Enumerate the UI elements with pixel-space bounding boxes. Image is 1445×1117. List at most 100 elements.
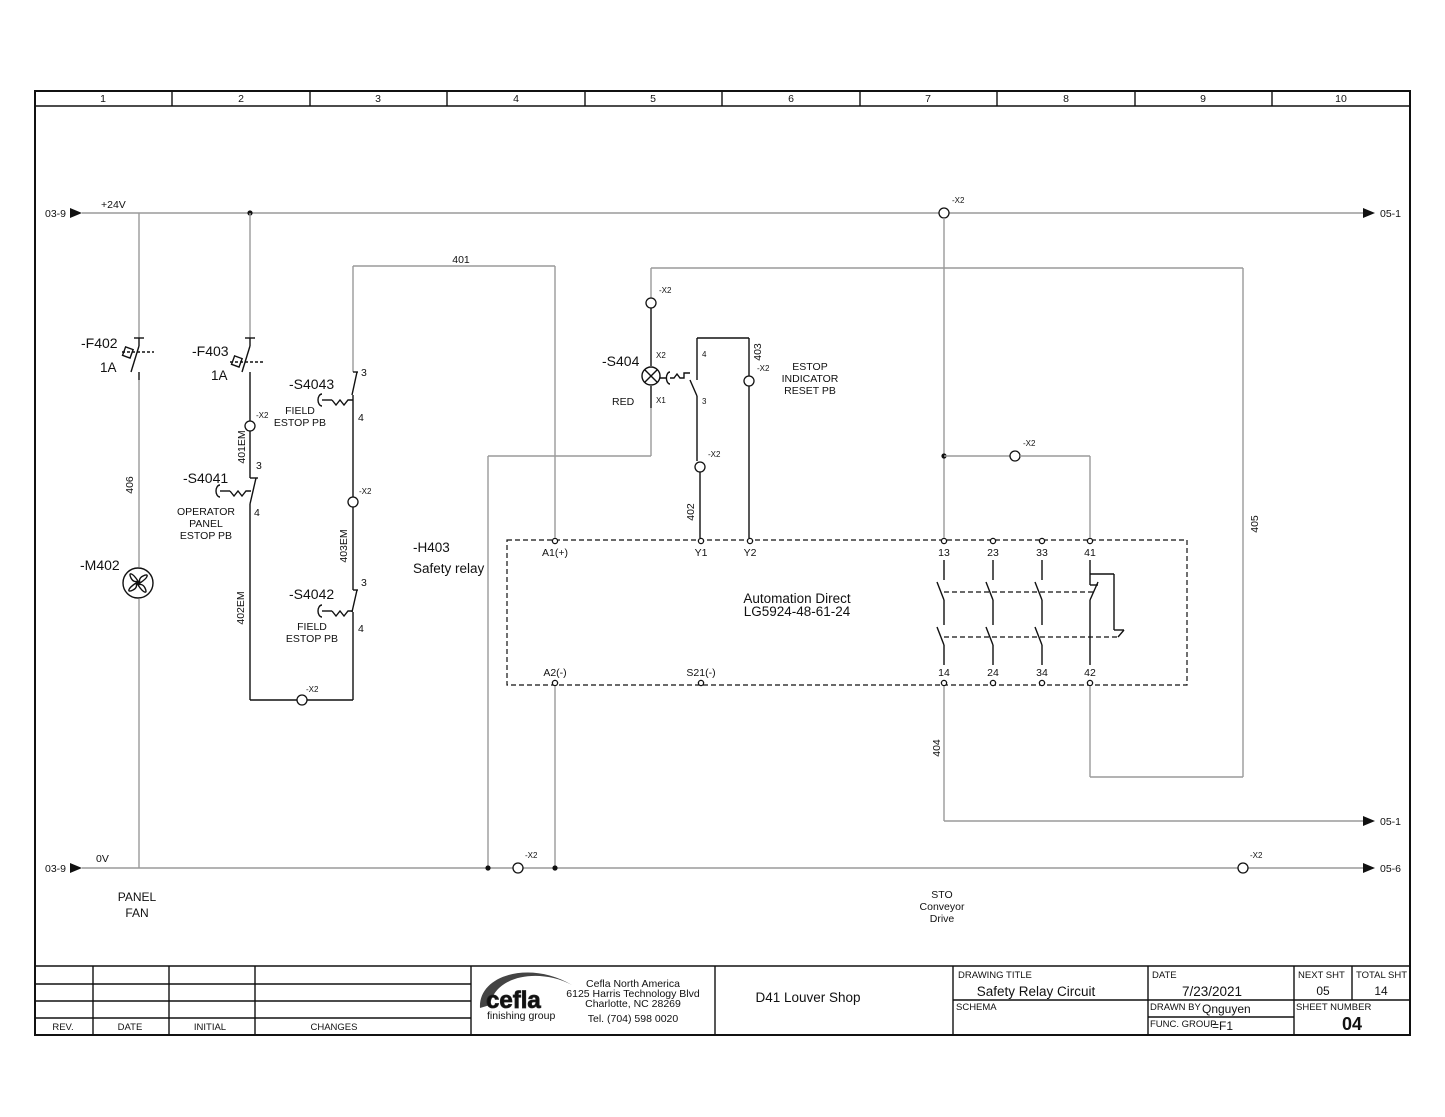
sto-desc-line: Conveyor bbox=[920, 901, 965, 913]
drawing-border bbox=[34, 90, 1411, 1036]
offpage-ref-out-mid: 05-1 bbox=[1380, 816, 1401, 828]
wire-402em-label: 402EM bbox=[235, 591, 247, 624]
offpage-ref-in-bottom: 03-9 bbox=[45, 863, 66, 875]
indicator-lamp-icon bbox=[641, 366, 661, 386]
column-number: 10 bbox=[1335, 93, 1347, 105]
wire-401-label: 401 bbox=[452, 254, 470, 266]
sheet-number: 04 bbox=[1342, 1014, 1362, 1034]
s4043-desc-line: ESTOP PB bbox=[274, 417, 326, 429]
s404-color: RED bbox=[612, 396, 635, 408]
func-group: =F1 bbox=[1212, 1019, 1233, 1033]
sto-desc-line: STO bbox=[931, 889, 952, 901]
s4041-pin4: 4 bbox=[254, 507, 260, 519]
wire-405-label: 405 bbox=[1249, 515, 1261, 533]
schema-label: SCHEMA bbox=[956, 1002, 997, 1013]
drawn-by: Qnguyen bbox=[1202, 1002, 1251, 1016]
terminal-tag: -X2 bbox=[708, 450, 721, 459]
s4041-desc-line: PANEL bbox=[189, 518, 223, 530]
estop-chain-field: 401 3 4 -S4043 FIELD ESTOP PB -X2 403EM … bbox=[274, 254, 555, 700]
terminal-x2 bbox=[296, 694, 308, 706]
f403-tag: -F403 bbox=[192, 343, 229, 359]
fan-icon bbox=[122, 567, 154, 599]
s4043-pin4: 4 bbox=[358, 412, 364, 424]
terminal-x2 bbox=[1009, 450, 1021, 462]
title-block: REV. DATE INITIAL CHANGES cefla finishin… bbox=[35, 965, 1410, 1035]
wire-403-label: 403 bbox=[752, 343, 764, 361]
fan-desc-line: PANEL bbox=[118, 890, 157, 904]
rail-0v: 03-9 0V 05-6 bbox=[45, 853, 1401, 875]
terminal-x2 bbox=[694, 461, 706, 473]
wire-403em-label: 403EM bbox=[338, 529, 350, 562]
terminal-tag: -X2 bbox=[757, 364, 770, 373]
s4041-desc-line: ESTOP PB bbox=[180, 530, 232, 542]
s4042-desc-line: ESTOP PB bbox=[286, 633, 338, 645]
s4042-estop-contact bbox=[317, 589, 358, 620]
s404-x2: X2 bbox=[656, 351, 666, 360]
terminal-tag: -X2 bbox=[256, 411, 269, 420]
estop-chain-left: -F403 1A -X2 401EM 3 4 -S4041 OPERATOR P… bbox=[177, 210, 353, 706]
drawing-title-label: DRAWING TITLE bbox=[958, 970, 1032, 981]
relay-output-contacts bbox=[936, 560, 1125, 665]
h403-model: LG5924-48-61-24 bbox=[744, 604, 851, 619]
wire-404-label: 404 bbox=[931, 739, 943, 757]
company-line: Charlotte, NC 28269 bbox=[585, 998, 681, 1010]
fan-circuit: -F402 1A 406 -M402 PANEL FAN bbox=[80, 213, 157, 920]
rev-header: CHANGES bbox=[311, 1022, 358, 1033]
terminal-tag: -X2 bbox=[306, 685, 319, 694]
next-sht: 05 bbox=[1316, 984, 1330, 998]
fan-desc-line: FAN bbox=[125, 906, 148, 920]
sto-desc-line: Drive bbox=[930, 913, 955, 925]
column-ruler: 1 2 3 4 5 6 7 8 9 10 bbox=[100, 91, 1347, 106]
safety-relay-h403: -H403 Safety relay Automation Direct LG5… bbox=[413, 537, 1188, 687]
terminal-x2 bbox=[645, 297, 657, 309]
total-sht: 14 bbox=[1374, 984, 1388, 998]
s404-desc-line: INDICATOR bbox=[782, 373, 839, 385]
s4043-pin3: 3 bbox=[361, 367, 367, 379]
s4042-tag: -S4042 bbox=[289, 586, 334, 602]
column-number: 2 bbox=[238, 93, 244, 105]
drawing-title: Safety Relay Circuit bbox=[977, 984, 1096, 999]
s404-pin4: 4 bbox=[702, 350, 707, 359]
drawing-date: 7/23/2021 bbox=[1182, 984, 1242, 999]
s4043-desc-line: FIELD bbox=[285, 405, 315, 417]
wire-401em-label: 401EM bbox=[236, 430, 248, 463]
terminal-x2 bbox=[1237, 862, 1249, 874]
relay-pin-label: A2(-) bbox=[543, 667, 566, 679]
terminal-x2 bbox=[244, 420, 256, 432]
rail-24v: 03-9 +24V 05-1 bbox=[45, 199, 1401, 220]
s404-pin3: 3 bbox=[702, 397, 707, 406]
s4042-pin4: 4 bbox=[358, 623, 364, 635]
relay-pin-label: Y1 bbox=[695, 547, 708, 559]
terminal-tag: -X2 bbox=[1250, 851, 1263, 860]
safety-relay-box bbox=[506, 539, 1188, 686]
column-number: 3 bbox=[375, 93, 381, 105]
column-number: 4 bbox=[513, 93, 519, 105]
s404-x1: X1 bbox=[656, 396, 666, 405]
logo-text: cefla bbox=[486, 987, 541, 1014]
h403-tag: -H403 bbox=[413, 540, 450, 555]
s4041-tag: -S4041 bbox=[183, 470, 228, 486]
s4041-desc-line: OPERATOR bbox=[177, 506, 235, 518]
relay-pin-label: Y2 bbox=[744, 547, 757, 559]
drawn-by-label: DRAWN BY bbox=[1150, 1002, 1202, 1013]
next-sht-label: NEXT SHT bbox=[1298, 970, 1345, 981]
terminal-tag: -X2 bbox=[1023, 439, 1036, 448]
company-line: Cefla North America bbox=[586, 978, 680, 990]
terminal-x2 bbox=[743, 375, 755, 387]
total-sht-label: TOTAL SHT bbox=[1356, 970, 1407, 981]
project-name: D41 Louver Shop bbox=[755, 990, 860, 1005]
relay-pin-label: 42 bbox=[1084, 667, 1096, 679]
terminal-x2 bbox=[512, 862, 524, 874]
relay-pin-label: A1(+) bbox=[542, 547, 568, 559]
relay-pin-label: 34 bbox=[1036, 667, 1048, 679]
column-number: 8 bbox=[1063, 93, 1069, 105]
column-number: 6 bbox=[788, 93, 794, 105]
s4042-pin3: 3 bbox=[361, 577, 367, 589]
relay-pin-label: 13 bbox=[938, 547, 950, 559]
f402-tag: -F402 bbox=[81, 335, 118, 351]
s404-tag: -S404 bbox=[602, 353, 640, 369]
relay-pin-label: 24 bbox=[987, 667, 999, 679]
company-line: 6125 Harris Technology Blvd bbox=[566, 988, 700, 1000]
f403-rating: 1A bbox=[211, 368, 228, 383]
